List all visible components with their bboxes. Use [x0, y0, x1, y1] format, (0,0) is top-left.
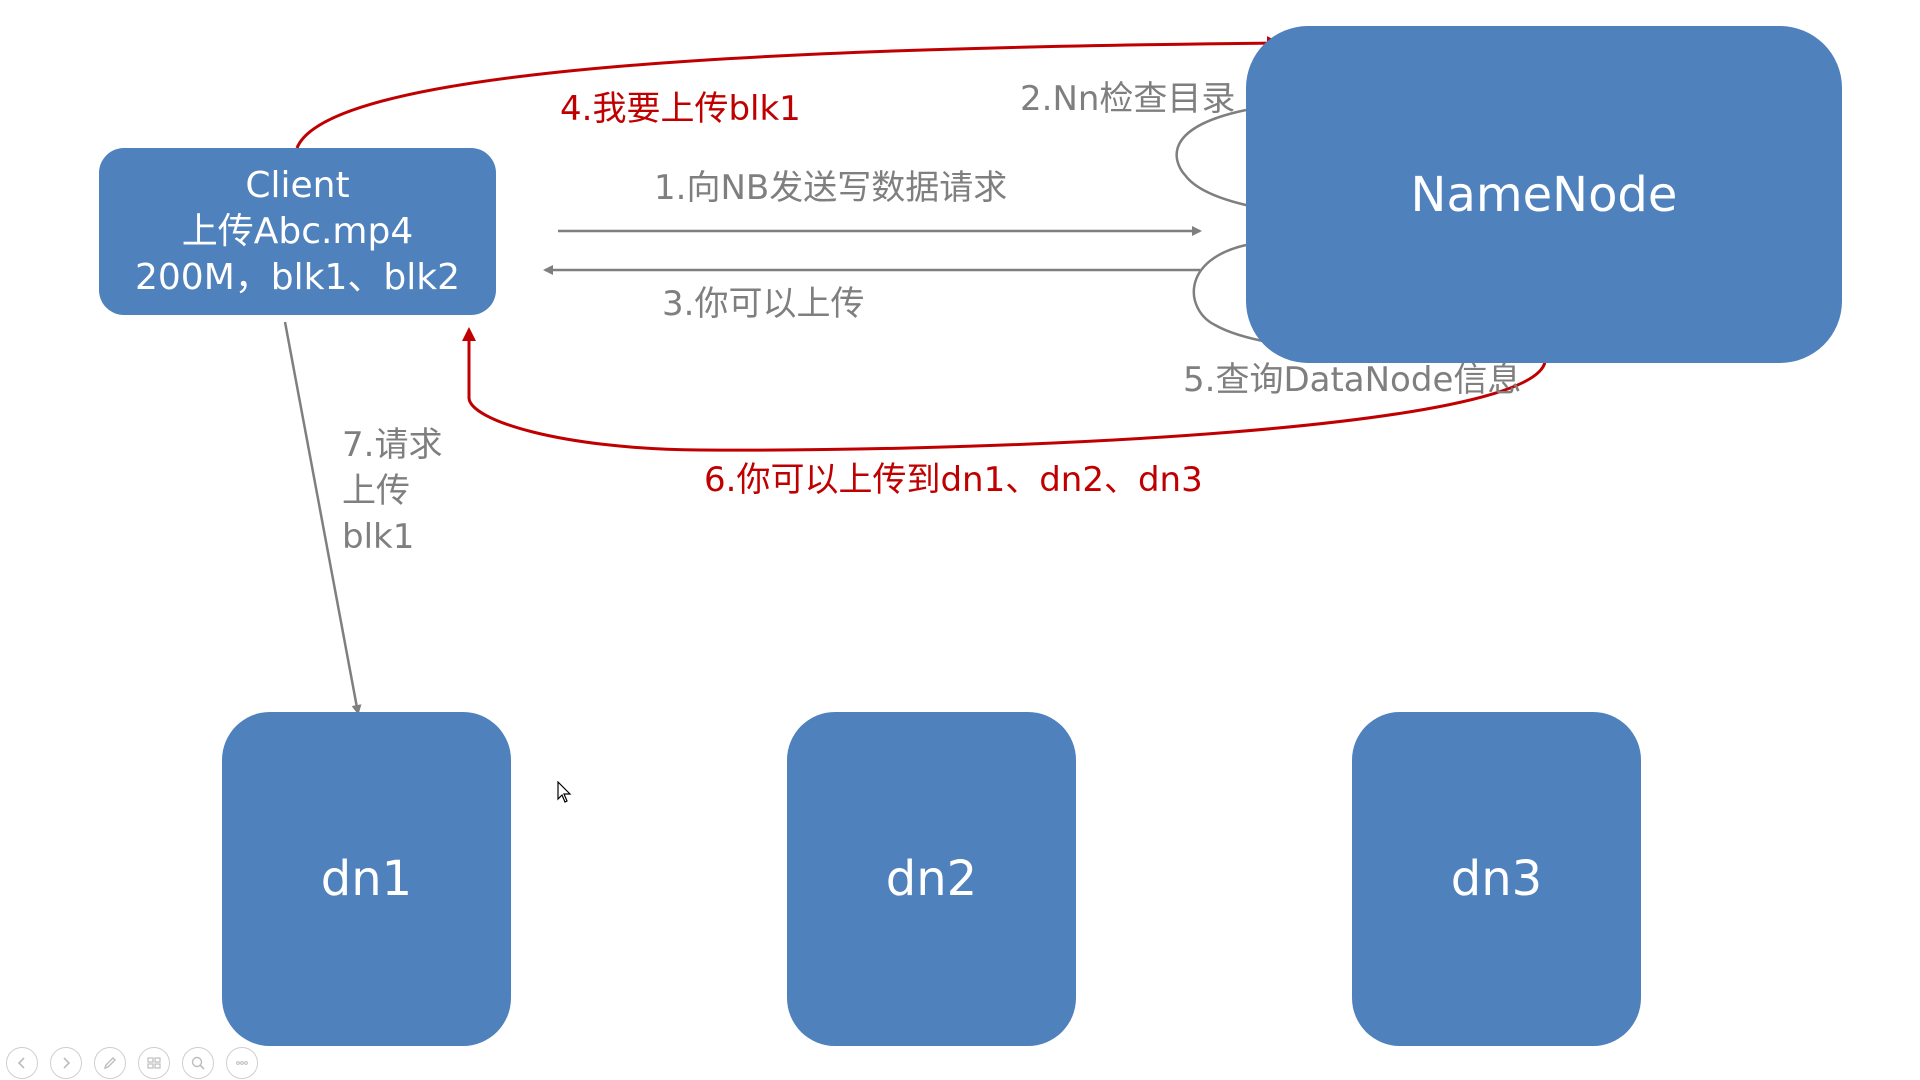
label-step2: 2.Nn检查目录: [1020, 79, 1236, 119]
more-icon[interactable]: [226, 1047, 258, 1079]
client-blocks: 200M，blk1、blk2: [135, 256, 460, 298]
namenode-label: NameNode: [1410, 166, 1678, 223]
next-icon[interactable]: [50, 1047, 82, 1079]
dn2-label: dn2: [885, 851, 978, 907]
label-step7: 7.请求 上传 blk1: [342, 422, 442, 560]
label-step1: 1.向NB发送写数据请求: [654, 168, 1008, 208]
datanode-dn1[interactable]: dn1: [222, 712, 511, 1046]
label-step7-line2: 上传: [342, 471, 410, 511]
label-step4: 4.我要上传blk1: [560, 89, 801, 129]
client-node[interactable]: Client 上传Abc.mp4 200M，blk1、blk2: [99, 148, 496, 315]
mouse-cursor-icon: [557, 781, 572, 803]
dn3-label: dn3: [1450, 851, 1543, 907]
datanode-dn3[interactable]: dn3: [1352, 712, 1641, 1046]
label-step6: 6.你可以上传到dn1、dn2、dn3: [704, 460, 1203, 500]
dn1-label: dn1: [320, 851, 413, 907]
slides-icon[interactable]: [138, 1047, 170, 1079]
client-title: Client: [245, 164, 350, 206]
namenode-node[interactable]: NameNode: [1246, 26, 1842, 363]
label-step3: 3.你可以上传: [662, 284, 865, 324]
label-step7-line1: 7.请求: [342, 425, 443, 465]
label-step5: 5.查询DataNode信息: [1183, 360, 1522, 400]
label-step7-line3: blk1: [342, 517, 415, 557]
datanode-dn2[interactable]: dn2: [787, 712, 1076, 1046]
zoom-icon[interactable]: [182, 1047, 214, 1079]
slideshow-toolbar: [6, 1047, 258, 1079]
pen-icon[interactable]: [94, 1047, 126, 1079]
client-file: 上传Abc.mp4: [181, 210, 414, 252]
prev-icon[interactable]: [6, 1047, 38, 1079]
